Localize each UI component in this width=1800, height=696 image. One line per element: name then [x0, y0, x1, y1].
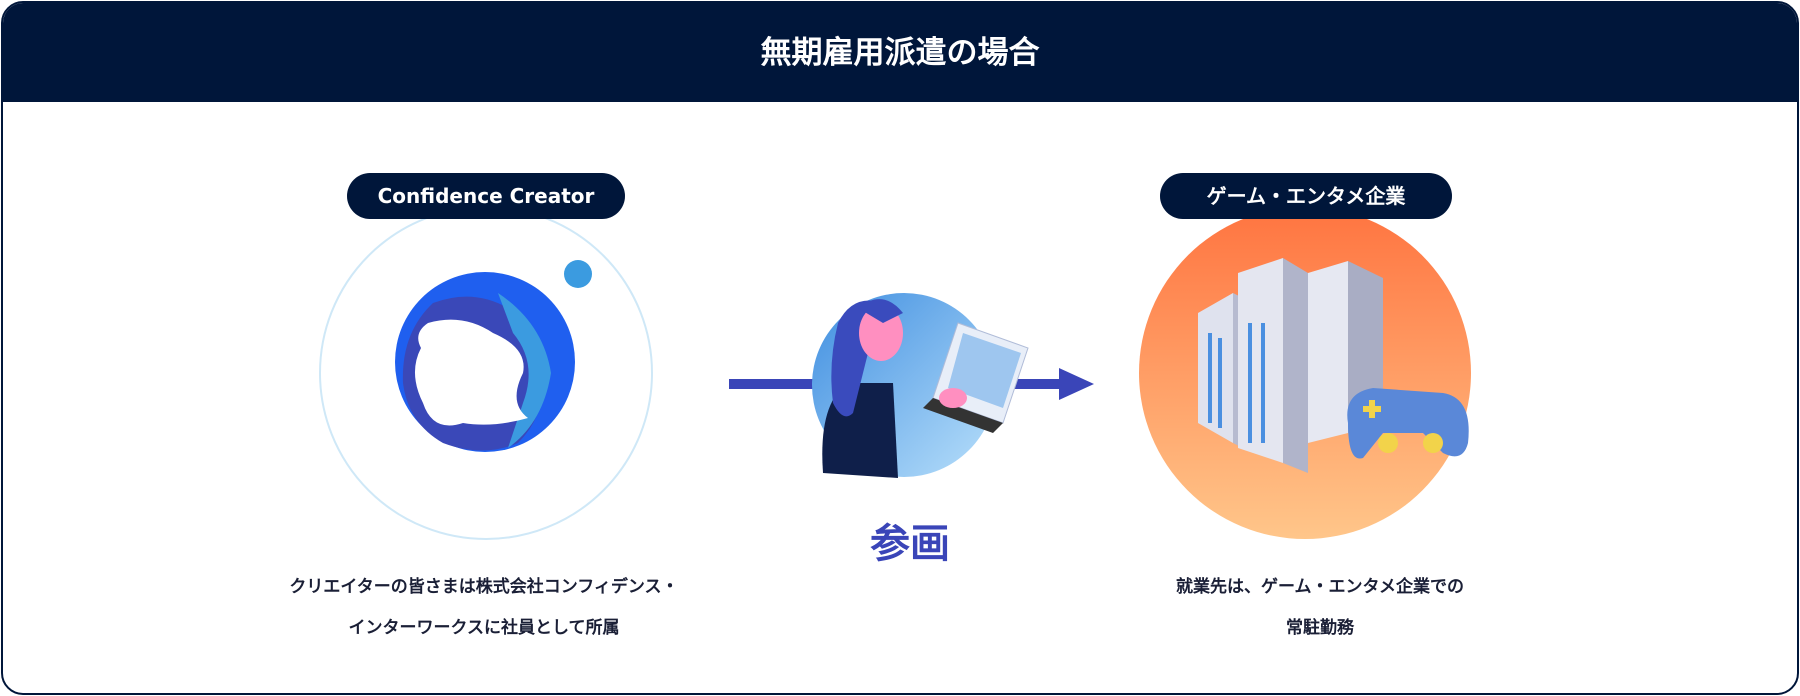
buildings-gamepad-illustration — [1139, 207, 1471, 539]
game-entertainment-company-label: ゲーム・エンタメ企業 — [1160, 173, 1452, 219]
right-caption: 就業先は、ゲーム・エンタメ企業での 常駐勤務 — [1070, 567, 1570, 649]
woman-laptop-illustration — [812, 293, 1029, 478]
diagram-graphics — [319, 206, 1471, 540]
left-caption: クリエイターの皆さまは株式会社コンフィデンス・ インターワークスに社員として所属 — [184, 567, 784, 649]
page-title: 無期雇用派遣の場合 — [3, 3, 1797, 102]
left-caption-line: インターワークスに社員として所属 — [348, 618, 620, 638]
left-caption-line: クリエイターの皆さまは株式会社コンフィデンス・ — [289, 577, 679, 597]
confidence-creator-label: Confidence Creator — [347, 173, 625, 219]
right-caption-line: 常駐勤務 — [1286, 618, 1354, 638]
right-caption-line: 就業先は、ゲーム・エンタメ企業での — [1176, 577, 1464, 597]
confidence-creator-logo — [319, 206, 653, 540]
participation-label: 参画 — [870, 521, 950, 567]
